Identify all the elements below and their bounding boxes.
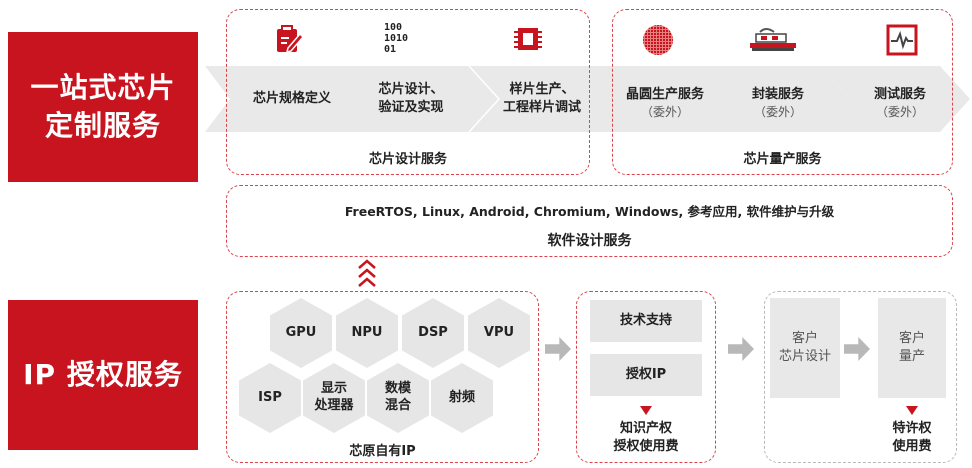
step-sample-production: 样片生产、 工程样片调试 <box>502 82 581 115</box>
customer-box <box>764 291 957 463</box>
ip-license-fee: 知识产权 授权使用费 <box>613 421 679 455</box>
down-arrow-icon <box>906 406 918 415</box>
microchip-icon <box>512 24 544 58</box>
arrow-right-icon <box>728 337 754 361</box>
software-design-service-box <box>226 185 953 257</box>
licensing-box <box>576 291 716 463</box>
flow-chevron-band <box>205 66 365 132</box>
chip-service-block: 一站式芯片 定制服务 <box>8 32 198 182</box>
chip-design-service-box <box>226 9 590 175</box>
step-testing-label: 测试服务 <box>873 87 926 103</box>
up-chevrons-icon <box>356 258 378 294</box>
licensed-ip-box: 授权IP <box>590 354 702 396</box>
own-ip-caption: 芯原自有IP <box>349 444 416 459</box>
binary-code-icon: 100 1010 01 <box>384 22 409 55</box>
oscilloscope-icon <box>886 24 918 60</box>
clipboard-pencil-icon <box>274 24 305 58</box>
down-arrow-icon <box>640 406 652 415</box>
step-design-verify: 芯片设计、 验证及实现 <box>378 82 444 115</box>
customer-chip-design-box: 客户 芯片设计 <box>770 298 840 398</box>
chip-design-caption: 芯片设计服务 <box>368 152 447 167</box>
arrow-right-icon <box>545 337 571 361</box>
software-items: FreeRTOS, Linux, Android, Chromium, Wind… <box>344 204 835 219</box>
step-spec-definition: 芯片规格定义 <box>252 91 331 107</box>
tech-support-box: 技术支持 <box>590 300 702 342</box>
step-wafer-note: （委外） <box>640 104 689 119</box>
ip-service-block: IP 授权服务 <box>8 300 198 450</box>
step-packaging-note: （委外） <box>753 104 802 119</box>
step-testing-note: （委外） <box>875 104 924 119</box>
step-packaging: 封装服务 （委外） <box>726 80 830 126</box>
customer-mass-production-box: 客户 量产 <box>878 298 946 398</box>
step-wafer: 晶圆生产服务 （委外） <box>610 80 720 126</box>
own-ip-box <box>226 291 539 463</box>
royalty-fee: 特许权 使用费 <box>892 421 932 455</box>
software-caption: 软件设计服务 <box>547 233 632 249</box>
wafer-icon <box>642 24 674 60</box>
step-packaging-label: 封装服务 <box>751 87 804 103</box>
packaging-machine-icon <box>748 26 798 58</box>
chip-production-service-box <box>612 9 953 175</box>
chip-production-caption: 芯片量产服务 <box>743 152 822 167</box>
step-testing: 测试服务 （委外） <box>850 80 950 126</box>
step-wafer-label: 晶圆生产服务 <box>625 87 704 103</box>
